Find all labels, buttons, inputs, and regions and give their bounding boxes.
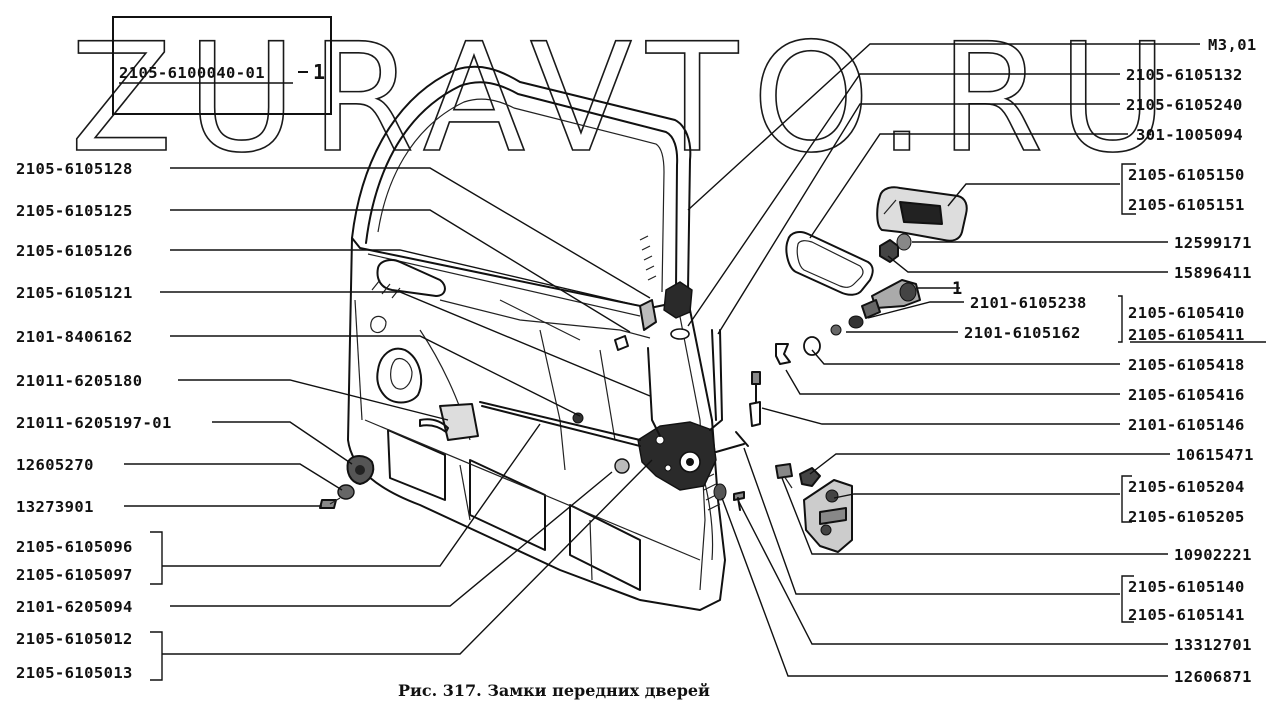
- part-label-2105-6105150: 2105-6105150: [1128, 166, 1245, 184]
- cylinder-quantity: 1: [952, 279, 963, 299]
- part-label-2101-6205094: 2101-6205094: [16, 598, 133, 616]
- part-label-2105-6105121: 2105-6105121: [16, 284, 133, 302]
- bracket-marks: [150, 163, 1266, 681]
- part-label-2105-6105132: 2105-6105132: [1126, 66, 1243, 84]
- part-label-2101-6105162: 2101-6105162: [964, 324, 1081, 342]
- part-label-15896411: 15896411: [1174, 264, 1252, 282]
- part-label-2105-6105126: 2105-6105126: [16, 242, 133, 260]
- part-label-301-1005094: 301-1005094: [1136, 126, 1243, 144]
- part-label-2105-6105128: 2105-6105128: [16, 160, 133, 178]
- part-label-2105-6105012: 2105-6105012: [16, 630, 133, 648]
- part-label-2105-6105205: 2105-6105205: [1128, 508, 1245, 526]
- part-label-2105-6105410: 2105-6105410: [1128, 304, 1245, 322]
- assembly-quantity: 1: [313, 60, 325, 84]
- part-label-2105-6105240: 2105-6105240: [1126, 96, 1243, 114]
- part-label-2105-6105097: 2105-6105097: [16, 566, 133, 584]
- part-label-12606871: 12606871: [1174, 668, 1252, 686]
- part-label-13312701: 13312701: [1174, 636, 1252, 654]
- assembly-number: 2105-6100040-01: [119, 64, 265, 82]
- part-label-2101-8406162: 2101-8406162: [16, 328, 133, 346]
- part-label-2105-6105411: 2105-6105411: [1128, 326, 1245, 344]
- part-label-2105-6105418: 2105-6105418: [1128, 356, 1245, 374]
- leader-lines: [124, 43, 1200, 677]
- watermark: ZURAVTO.RU: [70, 12, 1182, 186]
- part-label-2105-6105013: 2105-6105013: [16, 664, 133, 682]
- part-label-2101-6105146: 2101-6105146: [1128, 416, 1245, 434]
- part-label-10902221: 10902221: [1174, 546, 1252, 564]
- part-label-2105-6105125: 2105-6105125: [16, 202, 133, 220]
- figure-caption: Рис. 317. Замки передних дверей: [398, 681, 710, 700]
- part-label-21011-6205197-01: 21011-6205197-01: [16, 414, 172, 432]
- part-label-2105-6105416: 2105-6105416: [1128, 386, 1245, 404]
- part-label-2105-6105141: 2105-6105141: [1128, 606, 1245, 624]
- part-label-13273901: 13273901: [16, 498, 94, 516]
- part-label-2105-6105204: 2105-6105204: [1128, 478, 1245, 496]
- door-illustration: [319, 65, 968, 611]
- part-label-2101-6105238: 2101-6105238: [970, 294, 1087, 312]
- part-label-m301: М3,01: [1208, 36, 1257, 54]
- part-label-12599171: 12599171: [1174, 234, 1252, 252]
- part-label-12605270: 12605270: [16, 456, 94, 474]
- part-label-21011-6205180: 21011-6205180: [16, 372, 143, 390]
- part-label-2105-6105140: 2105-6105140: [1128, 578, 1245, 596]
- part-label-2105-6105096: 2105-6105096: [16, 538, 133, 556]
- part-label-2105-6105151: 2105-6105151: [1128, 196, 1245, 214]
- assembly-box: 2105-6100040-01 1: [112, 16, 332, 115]
- part-label-10615471: 10615471: [1176, 446, 1254, 464]
